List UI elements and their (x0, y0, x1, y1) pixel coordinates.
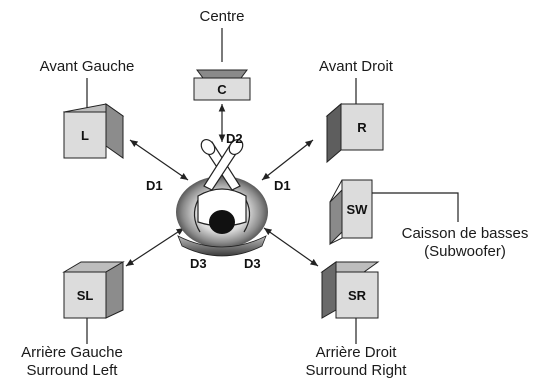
surround-left-speaker (62, 261, 125, 319)
distance-label-front-right: D1 (274, 178, 291, 193)
surround-right-speaker (320, 261, 380, 319)
front-left-box-text: L (81, 128, 89, 143)
subwoofer-box-text: SW (347, 202, 369, 217)
surround-right-box-text: SR (348, 288, 367, 303)
surround-left-label-line2: Surround Left (26, 362, 118, 379)
distance-label-front-left: D1 (146, 178, 163, 193)
subwoofer-label-line2: (Subwoofer) (424, 243, 506, 260)
front-left-speaker (62, 103, 125, 159)
front-right-label: Avant Droit (319, 58, 393, 75)
subwoofer-speaker (329, 179, 373, 246)
distance-arrows (125, 104, 319, 267)
front-right-box-text: R (357, 120, 367, 135)
centre-box-text: C (217, 82, 227, 97)
leader-lines (86, 28, 459, 344)
listener-figure (176, 138, 268, 257)
surround-left-box-text: SL (77, 288, 94, 303)
distance-label-centre: D2 (226, 131, 243, 146)
front-left-label: Avant Gauche (39, 58, 135, 75)
surround-right-label-line2: Surround Right (305, 362, 407, 379)
centre-speaker (193, 69, 251, 101)
distance-label-rear-left: D3 (190, 256, 207, 271)
front-right-speaker (325, 102, 385, 164)
surround-right-label-line1: Arrière Droit (315, 344, 397, 361)
subwoofer-label-line1: Caisson de basses (401, 225, 529, 242)
distance-label-rear-right: D3 (244, 256, 261, 271)
surround-left-label-line1: Arrière Gauche (21, 344, 123, 361)
centre-label: Centre (199, 8, 245, 25)
